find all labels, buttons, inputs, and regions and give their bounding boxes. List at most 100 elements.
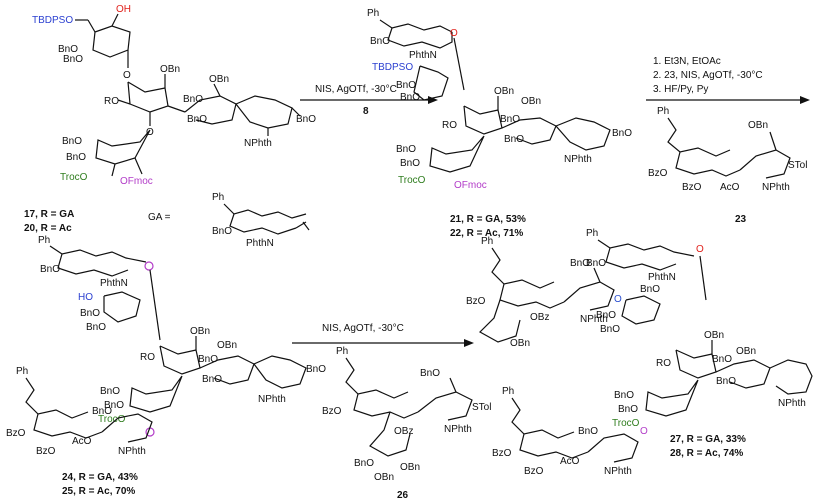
trocO-label: TrocO <box>612 418 640 429</box>
compound-caption: 25, R = Ac, 70% <box>62 486 135 497</box>
bno-label: BnO <box>92 406 112 417</box>
bno-label: BnO <box>100 386 120 397</box>
obn-label: OBn <box>494 86 514 97</box>
bzo-label: BzO <box>322 406 342 417</box>
bno-label: BnO <box>570 258 590 269</box>
bno-label: BnO <box>63 54 83 65</box>
stol-label: STol <box>788 160 807 171</box>
compound-17-20: TBDPSO OH BnO BnO O OBn RO O OBn BnO BnO… <box>24 4 316 234</box>
bno-label: BnO <box>586 258 606 269</box>
nphth-label: NPhth <box>564 154 592 165</box>
obn-label: BnO <box>296 114 316 125</box>
hydroxyl-label: HO <box>78 292 93 303</box>
bno-label: BnO <box>618 404 638 415</box>
ro-label: RO <box>442 120 457 131</box>
phenyl-label: Ph <box>502 386 514 397</box>
phthn-label: PhthN <box>100 278 128 289</box>
bno-label: BnO <box>187 114 207 125</box>
ro-label: RO <box>104 96 119 107</box>
nphth-label: NPhth <box>258 394 286 405</box>
aco-label: AcO <box>560 456 580 467</box>
bno-label: BnO <box>183 94 203 105</box>
phenyl-label: Ph <box>367 8 379 19</box>
obn-label: BnO <box>612 128 632 139</box>
reagent-label: NIS, AgOTf, -30°C <box>315 84 397 95</box>
obn-label: OBn <box>217 340 237 351</box>
compound-24-25: Ph BnO PhthN HO BnO BnO OBn RO OBn BnO B… <box>6 235 326 497</box>
ga-equals-label: GA = <box>148 212 171 223</box>
bzo-label: BzO <box>648 168 668 179</box>
ofmoc-label: OFmoc <box>454 180 487 191</box>
glycosidic-oxygen: O <box>696 244 704 255</box>
aco-label: AcO <box>720 182 740 193</box>
nphth-label: NPhth <box>604 466 632 477</box>
glycosidic-oxygen <box>144 261 154 271</box>
trocO-label: TrocO <box>398 175 426 186</box>
bzo-label: BzO <box>492 448 512 459</box>
bno-label: BnO <box>62 136 82 147</box>
bno-label: BnO <box>212 226 232 237</box>
bno-label: BnO <box>396 144 416 155</box>
nphth-label: NPhth <box>444 424 472 435</box>
reagent-compound-label: 8 <box>363 106 369 117</box>
bno-label: BnO <box>596 310 616 321</box>
obn-label: OBn <box>510 338 530 349</box>
sugar-ring <box>117 74 186 126</box>
obn-label: OBn <box>736 346 756 357</box>
phenyl-label: Ph <box>38 235 50 246</box>
phenyl-label: Ph <box>657 106 669 117</box>
phthn-label: PhthN <box>246 238 274 249</box>
compound-caption: 28, R = Ac, 74% <box>670 448 743 459</box>
nphth-label: NPhth <box>244 138 272 149</box>
bno-label: BnO <box>640 284 660 295</box>
bno-label: BnO <box>400 158 420 169</box>
glycosidic-oxygen: O <box>640 426 648 437</box>
compound-caption: 24, R = GA, 43% <box>62 472 138 483</box>
bzo-label: BzO <box>682 182 702 193</box>
condition-step-3: 3. HF/Py, Py <box>653 84 708 95</box>
bno-label: BnO <box>578 426 598 437</box>
bno-label: BnO <box>40 264 60 275</box>
obn-label: OBn <box>521 96 541 107</box>
tbdpso-label: TBDPSO <box>32 15 73 26</box>
condition-step-2: 2. 23, NIS, AgOTf, -30°C <box>653 70 763 81</box>
bno-label: BnO <box>396 80 416 91</box>
bno-label: BnO <box>66 152 86 163</box>
bno-label: BnO <box>504 134 524 145</box>
obn-label: OBn <box>160 64 180 75</box>
bno-label: BnO <box>614 390 634 401</box>
bno-label: BnO <box>420 368 440 379</box>
bzo-label: BzO <box>6 428 26 439</box>
obn-label: OBn <box>704 330 724 341</box>
bno-label: BnO <box>354 458 374 469</box>
phenyl-label: Ph <box>16 366 28 377</box>
bno-label: BnO <box>202 374 222 385</box>
bno-label: BnO <box>712 354 732 365</box>
compound-26: Ph BzO BnO STol OBz NPhth OBn BnO OBn 26 <box>322 346 491 501</box>
obz-label: OBz <box>394 426 413 437</box>
phthn-label: PhthN <box>648 272 676 283</box>
compound-caption: 26 <box>397 490 409 501</box>
sugar-ring <box>184 83 301 136</box>
compound-caption: 20, R = Ac <box>24 223 72 234</box>
bno-label: BnO <box>104 400 124 411</box>
nphth-label: NPhth <box>118 446 146 457</box>
bno-label: BnO <box>716 376 736 387</box>
compound-caption: 21, R = GA, 53% <box>450 214 526 225</box>
nphth-label: NPhth <box>778 398 806 409</box>
reagent-label: NIS, AgOTf, -30°C <box>322 323 404 334</box>
ring-oxygen-label: O <box>146 127 154 138</box>
bno-label: BnO <box>500 114 520 125</box>
obz-label: OBz <box>530 312 549 323</box>
compound-caption: 23 <box>735 214 747 225</box>
phenyl-label: Ph <box>586 228 598 239</box>
sugar-ring <box>95 129 151 177</box>
obn-label: BnO <box>306 364 326 375</box>
obn-label: OBn <box>209 74 229 85</box>
hydroxyl-label: OH <box>116 4 131 15</box>
compound-27-28: Ph BzO OBz BnO NPhth O OBn Ph BnO PhthN … <box>466 228 813 477</box>
reaction-arrow-2: 1. Et3N, EtOAc 2. 23, NIS, AgOTf, -30°C … <box>646 56 810 104</box>
bzo-label: BzO <box>466 296 486 307</box>
bzo-label: BzO <box>524 466 544 477</box>
